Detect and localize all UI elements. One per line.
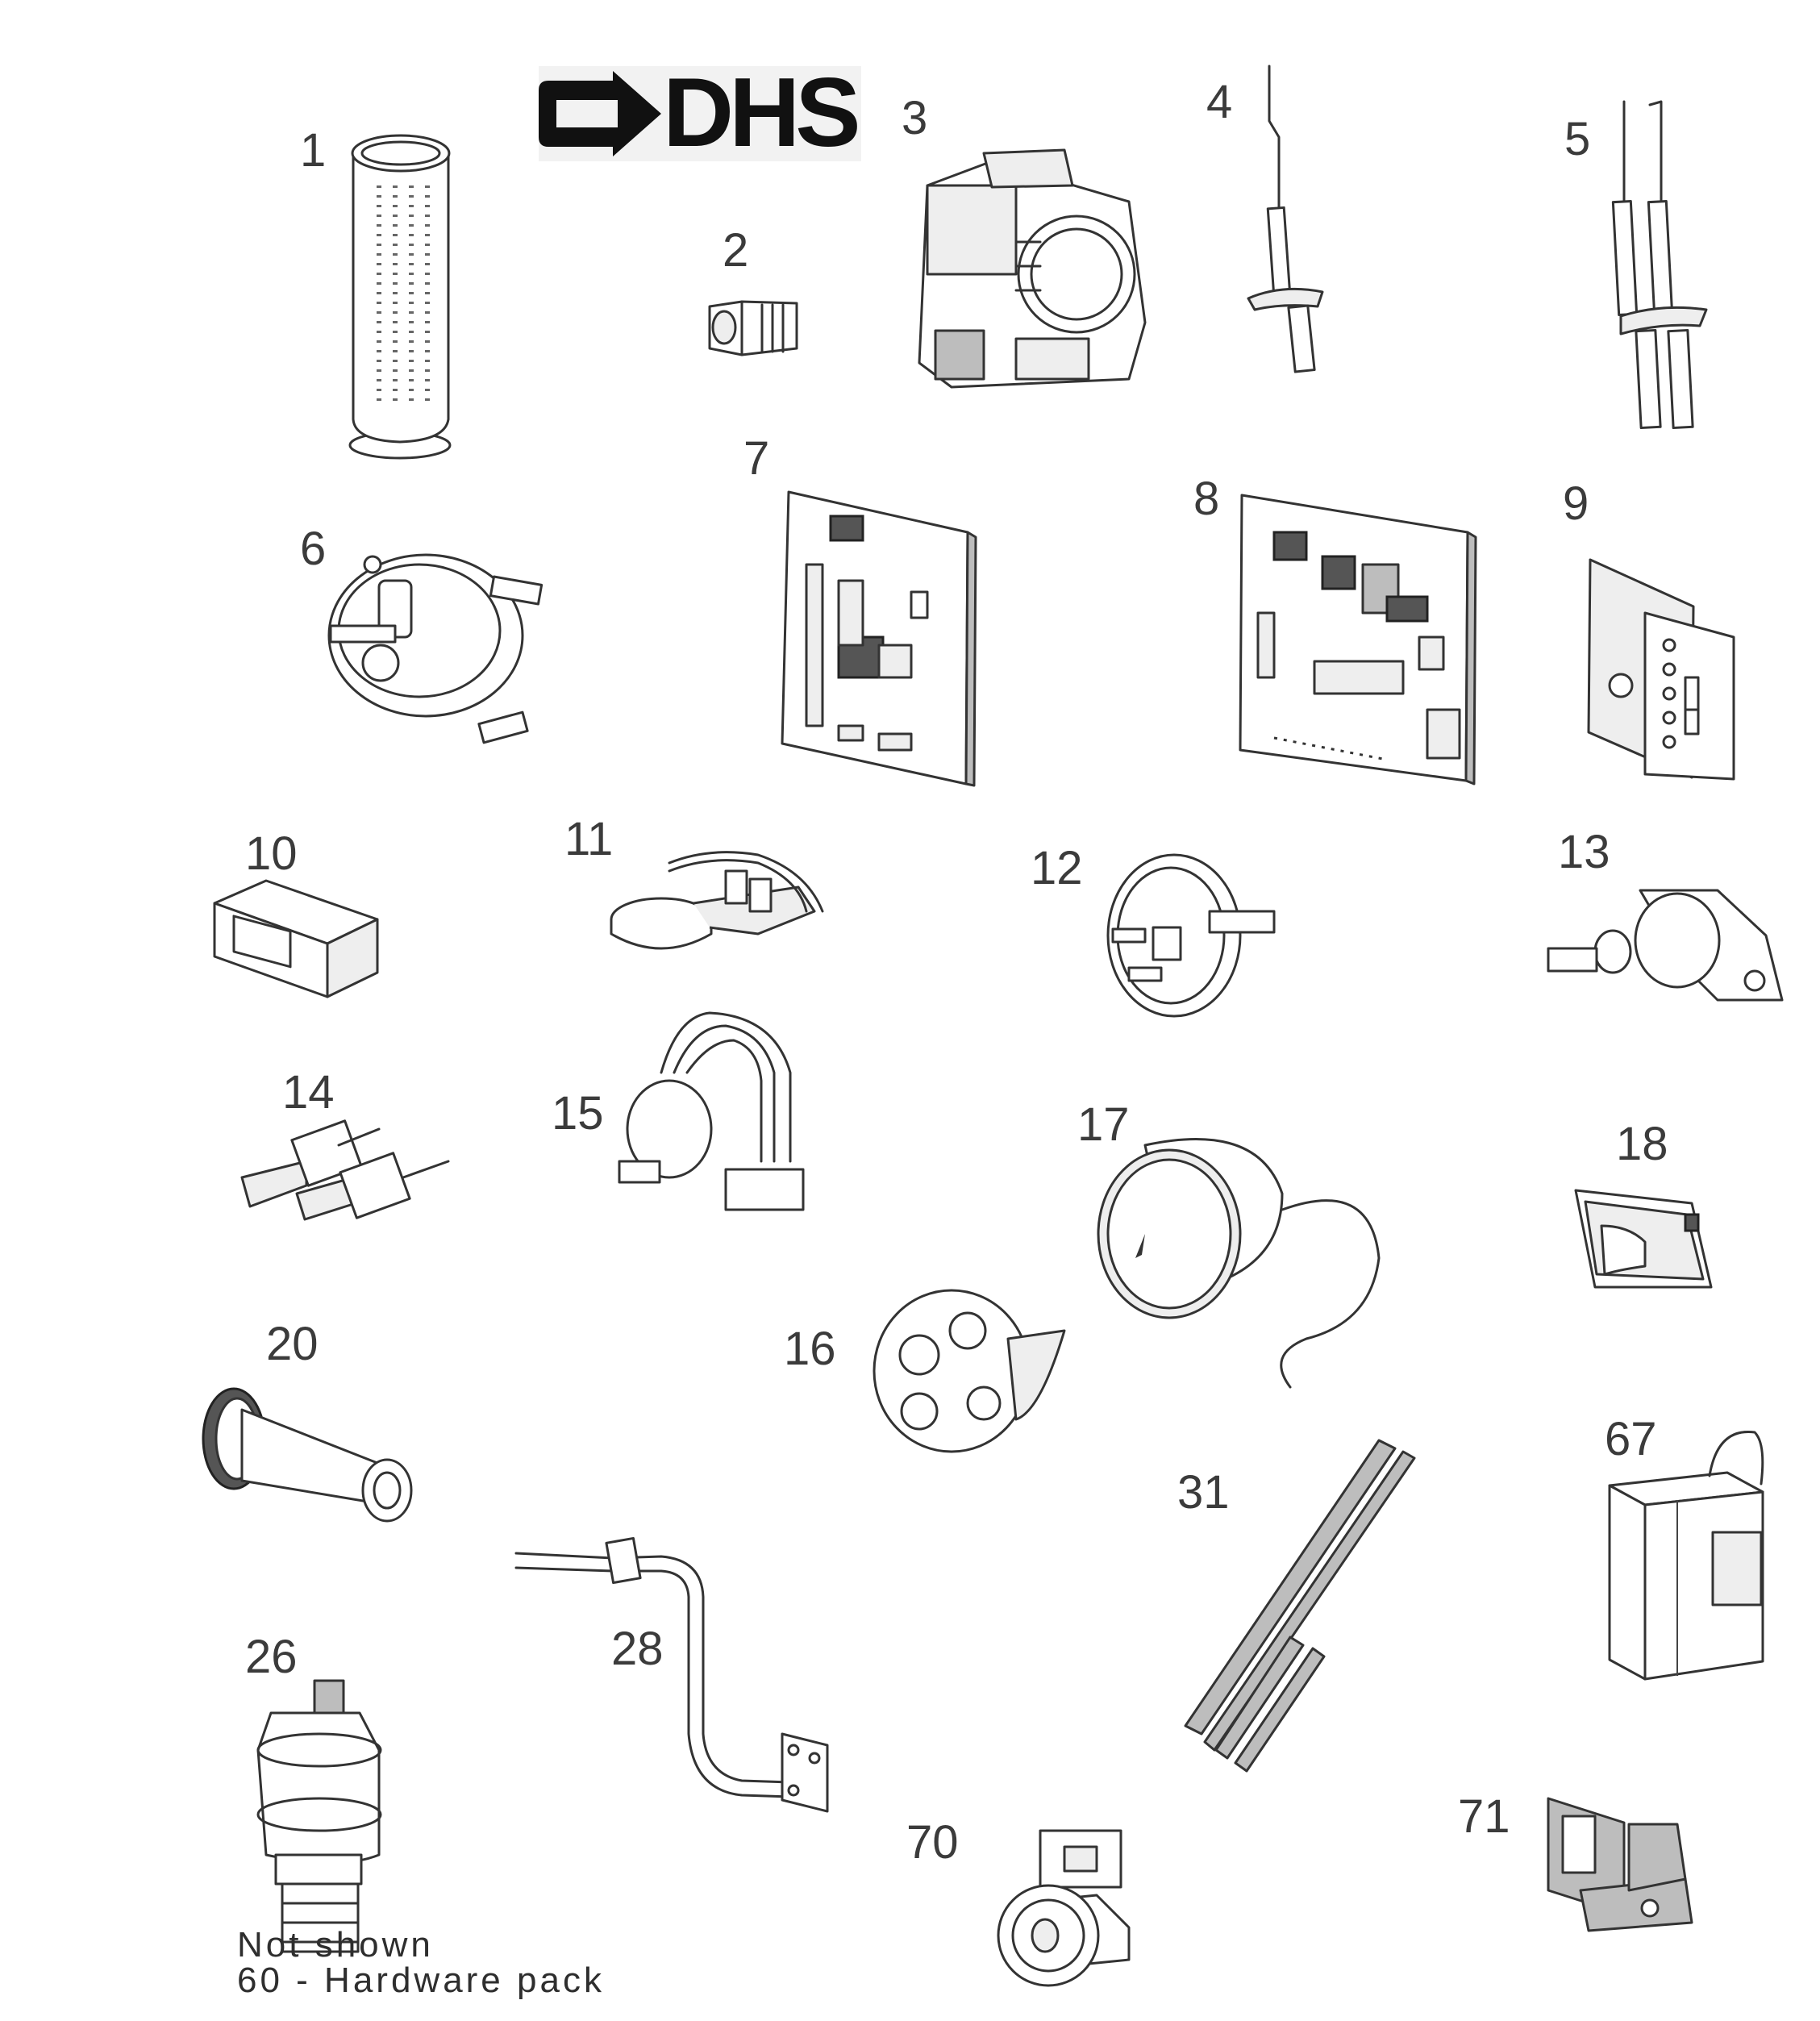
part-number-20: 20 [266, 1318, 319, 1370]
part-number-8: 8 [1193, 473, 1220, 525]
part-number-7: 7 [743, 432, 770, 485]
part-number-11: 11 [564, 813, 614, 865]
part-10-connector-block [213, 879, 379, 998]
part-71-fuse-holder [1547, 1797, 1693, 1932]
part-number-71: 71 [1458, 1790, 1510, 1843]
part-number-12: 12 [1031, 842, 1083, 894]
part-8-pcb [1239, 494, 1477, 785]
part-number-14: 14 [282, 1066, 335, 1119]
part-20-sleeve [202, 1387, 413, 1523]
part-28-probe-sensor [514, 1536, 829, 1813]
part-18-rocker-switch [1574, 1189, 1713, 1289]
part-13-overheat-thermostat [1547, 889, 1784, 1002]
dhs-logo: DHS [663, 57, 861, 167]
part-67-transformer [1608, 1430, 1764, 1681]
part-number-5: 5 [1564, 113, 1591, 165]
part-number-2: 2 [723, 224, 749, 277]
part-2-injector [708, 300, 798, 356]
part-number-6: 6 [300, 523, 327, 575]
part-5-dual-electrode [1611, 100, 1708, 430]
part-31-seal-strips [1184, 1439, 1416, 1773]
part-number-16: 16 [784, 1323, 836, 1375]
part-70-solenoid-coil [997, 1829, 1131, 1987]
part-number-17: 17 [1077, 1098, 1130, 1151]
part-number-28: 28 [611, 1623, 664, 1675]
part-15-potentiometer [618, 1011, 805, 1211]
part-number-26: 26 [245, 1631, 298, 1683]
part-3-gas-valve [918, 148, 1147, 389]
part-17-pressure-gauge [1097, 1138, 1381, 1389]
part-number-67: 67 [1605, 1413, 1657, 1465]
note-line-1: Not shown [237, 1925, 434, 1965]
part-7-pcb [781, 490, 977, 787]
dhs-logo-mark [539, 66, 861, 161]
part-number-15: 15 [552, 1087, 604, 1140]
part-9-terminal-block [1587, 558, 1735, 781]
part-number-13: 13 [1558, 826, 1610, 878]
part-1-filter [348, 134, 452, 460]
part-6-pressure-switch [327, 553, 544, 744]
part-number-4: 4 [1206, 76, 1233, 128]
part-number-31: 31 [1177, 1466, 1230, 1519]
part-number-70: 70 [906, 1816, 959, 1869]
part-number-18: 18 [1616, 1118, 1668, 1170]
part-number-1: 1 [300, 124, 327, 177]
part-number-3: 3 [902, 92, 928, 144]
part-12-air-switch [1106, 853, 1276, 1018]
part-26-air-vent [256, 1679, 382, 1953]
part-11-flow-sensor [610, 851, 824, 950]
part-16-control-knob [873, 1289, 1066, 1453]
part-number-10: 10 [245, 827, 298, 880]
part-14-temperature-sensors [240, 1119, 450, 1221]
part-number-9: 9 [1563, 477, 1589, 530]
part-4-electrode [1247, 65, 1324, 373]
note-line-2: 60 - Hardware pack [237, 1961, 605, 2000]
